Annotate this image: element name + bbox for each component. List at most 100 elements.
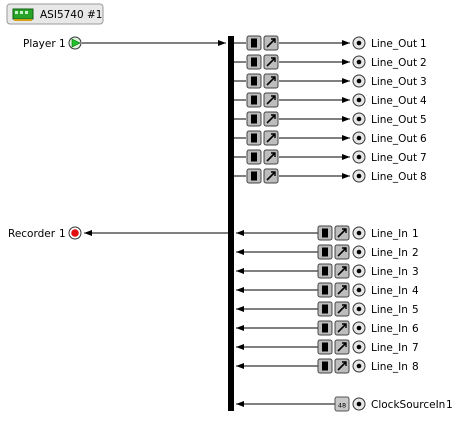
level-meter-icon[interactable] — [317, 301, 333, 317]
output-name: Line_Out — [371, 171, 417, 183]
output-index: 4 — [420, 95, 427, 107]
level-meter-icon[interactable] — [317, 358, 333, 374]
connector-jack-icon[interactable] — [352, 245, 366, 259]
input-index: 6 — [412, 323, 419, 335]
volume-control-icon[interactable] — [263, 54, 279, 70]
volume-control-icon[interactable] — [334, 282, 350, 298]
volume-control-icon[interactable] — [263, 111, 279, 127]
connector-jack-icon[interactable] — [352, 264, 366, 278]
level-meter-icon[interactable] — [246, 168, 262, 184]
clock-source-index: 1 — [446, 399, 453, 411]
output-name: Line_Out — [371, 133, 417, 145]
clock-rate-label: 48 — [338, 402, 346, 410]
level-meter-icon[interactable] — [317, 263, 333, 279]
input-row[interactable]: Line_In 2 — [236, 244, 419, 260]
play-triangle-icon[interactable] — [68, 36, 82, 50]
output-name: Line_Out — [371, 95, 417, 107]
output-index: 7 — [420, 152, 427, 164]
connector-jack-icon[interactable] — [352, 131, 366, 145]
volume-control-icon[interactable] — [334, 358, 350, 374]
connector-jack-icon[interactable] — [352, 302, 366, 316]
level-meter-icon[interactable] — [246, 35, 262, 51]
input-row[interactable]: Line_In 1 — [236, 225, 419, 241]
connector-jack-icon[interactable] — [352, 226, 366, 240]
clock-rate-badge[interactable]: 48 — [334, 396, 350, 412]
connector-jack-icon[interactable] — [352, 150, 366, 164]
volume-control-icon[interactable] — [334, 339, 350, 355]
input-name: Line_In — [371, 323, 408, 335]
player-node[interactable]: Player 1 — [23, 36, 82, 50]
connector-jack-icon[interactable] — [352, 55, 366, 69]
output-index: 6 — [420, 133, 427, 145]
connector-jack-icon[interactable] — [352, 397, 366, 411]
clock-source-name: ClockSourceIn — [371, 399, 445, 411]
level-meter-icon[interactable] — [246, 92, 262, 108]
volume-control-icon[interactable] — [263, 168, 279, 184]
level-meter-icon[interactable] — [246, 149, 262, 165]
input-name: Line_In — [371, 247, 408, 259]
output-name: Line_Out — [371, 152, 417, 164]
input-index: 8 — [412, 361, 419, 373]
connector-jack-icon[interactable] — [352, 112, 366, 126]
connector-jack-icon[interactable] — [352, 283, 366, 297]
volume-control-icon[interactable] — [334, 244, 350, 260]
connector-jack-icon[interactable] — [352, 169, 366, 183]
input-index: 2 — [412, 247, 419, 259]
volume-control-icon[interactable] — [334, 225, 350, 241]
clock-source-row[interactable]: 48 ClockSourceIn 1 — [236, 396, 453, 412]
level-meter-icon[interactable] — [317, 339, 333, 355]
output-index: 5 — [420, 114, 427, 126]
input-name: Line_In — [371, 342, 408, 354]
input-name: Line_In — [371, 228, 408, 240]
output-index: 8 — [420, 171, 427, 183]
level-meter-icon[interactable] — [317, 320, 333, 336]
output-index: 1 — [420, 38, 427, 50]
recorder-index: 1 — [59, 228, 66, 240]
connector-jack-icon[interactable] — [352, 36, 366, 50]
volume-control-icon[interactable] — [263, 35, 279, 51]
connector-jack-icon[interactable] — [352, 340, 366, 354]
volume-control-icon[interactable] — [263, 149, 279, 165]
adapter-title-button[interactable]: ASI5740 #1 — [6, 3, 104, 25]
volume-control-icon[interactable] — [263, 73, 279, 89]
level-meter-icon[interactable] — [317, 244, 333, 260]
input-row[interactable]: Line_In 6 — [236, 320, 419, 336]
output-index: 3 — [420, 76, 427, 88]
level-meter-icon[interactable] — [317, 282, 333, 298]
output-name: Line_Out — [371, 114, 417, 126]
level-meter-icon[interactable] — [246, 73, 262, 89]
level-meter-icon[interactable] — [246, 111, 262, 127]
volume-control-icon[interactable] — [334, 263, 350, 279]
volume-control-icon[interactable] — [334, 320, 350, 336]
volume-control-icon[interactable] — [263, 130, 279, 146]
connector-jack-icon[interactable] — [352, 93, 366, 107]
input-index: 1 — [412, 228, 419, 240]
connector-jack-icon[interactable] — [352, 359, 366, 373]
connector-jack-icon[interactable] — [352, 321, 366, 335]
level-meter-icon[interactable] — [246, 54, 262, 70]
input-name: Line_In — [371, 266, 408, 278]
record-dot-icon[interactable] — [68, 226, 82, 240]
connector-jack-icon[interactable] — [352, 74, 366, 88]
volume-control-icon[interactable] — [334, 301, 350, 317]
level-meter-icon[interactable] — [317, 225, 333, 241]
recorder-node[interactable]: Recorder 1 — [8, 226, 82, 240]
volume-control-icon[interactable] — [263, 92, 279, 108]
level-meter-icon[interactable] — [246, 130, 262, 146]
output-name: Line_Out — [371, 76, 417, 88]
